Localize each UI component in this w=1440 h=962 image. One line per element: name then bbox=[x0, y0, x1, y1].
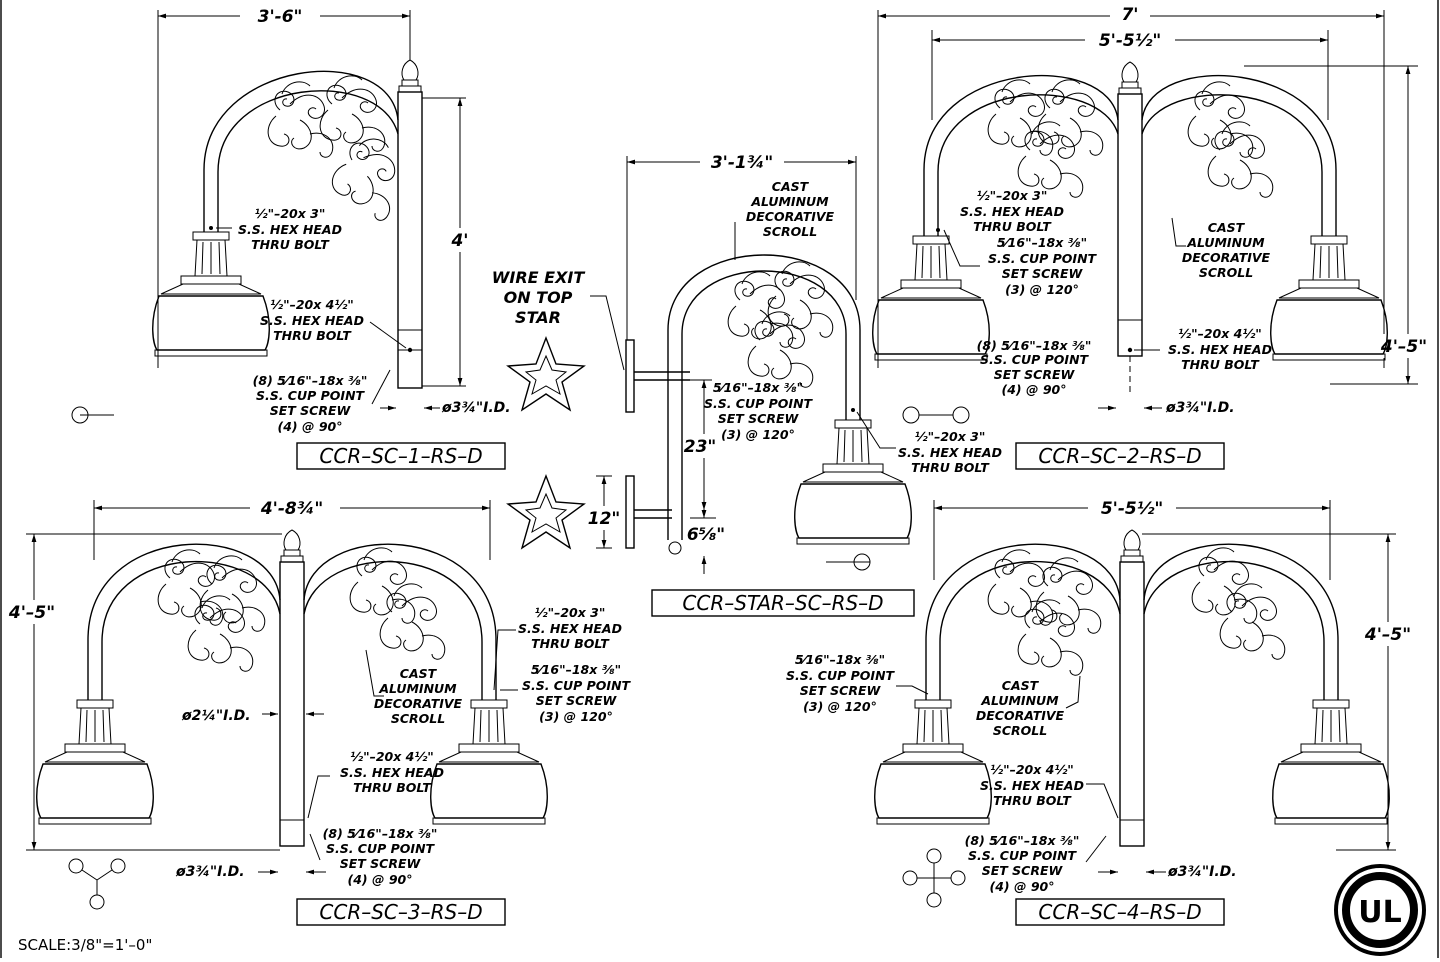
star-dim-12: 12" bbox=[588, 509, 621, 529]
ul-logo-text: UL bbox=[1358, 895, 1401, 930]
fixture2-height: 4'–5" bbox=[1380, 337, 1427, 357]
fixture4-width: 5'-5½" bbox=[1101, 499, 1163, 519]
fixture3-tag: CCR–SC–3–RS–D bbox=[319, 900, 482, 924]
fixture1-tag: CCR–SC–1–RS–D bbox=[319, 444, 482, 468]
fixture3-width: 4'-8¾" bbox=[260, 499, 323, 519]
fixture1-width: 3'-6" bbox=[258, 7, 303, 27]
fixture3-inner-diameter-small: ø2¼"I.D. bbox=[181, 708, 251, 724]
star-dim-6: 6⅝" bbox=[687, 525, 725, 545]
star-width: 3'-1¾" bbox=[711, 153, 773, 173]
fixture2-width-inner: 5'-5½" bbox=[1099, 31, 1161, 51]
fixture4-height: 4'–5" bbox=[1364, 625, 1411, 645]
fixture3-height: 4'–5" bbox=[8, 603, 55, 623]
fixture2-inner-diameter: ø3¾"I.D. bbox=[1165, 400, 1235, 416]
star-dim-23: 23" bbox=[684, 437, 717, 457]
scale-note: SCALE:3/8"=1'–0" bbox=[18, 936, 152, 954]
fixture1-inner-diameter: ø3¾"I.D. bbox=[441, 400, 511, 416]
ul-logo: UL bbox=[1334, 864, 1426, 956]
fixture4-tag: CCR–SC–4–RS–D bbox=[1038, 900, 1201, 924]
fixture3-inner-diameter: ø3¾"I.D. bbox=[175, 864, 245, 880]
fixture2-width-outer: 7' bbox=[1121, 5, 1138, 25]
fixture2-tag: CCR–SC–2–RS–D bbox=[1038, 444, 1201, 468]
star-tag: CCR–STAR–SC–RS–D bbox=[682, 591, 883, 615]
fixture1-height: 4' bbox=[450, 231, 468, 251]
fixture4-inner-diameter: ø3¾"I.D. bbox=[1167, 864, 1237, 880]
